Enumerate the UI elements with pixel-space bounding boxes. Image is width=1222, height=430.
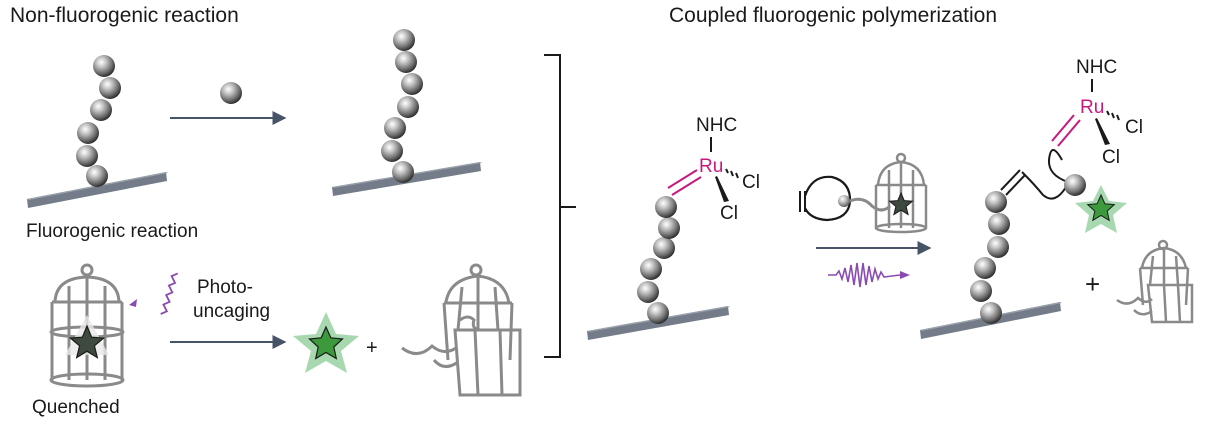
right-panel-title: Coupled fluorogenic polymerization — [669, 4, 997, 27]
small-bead — [838, 195, 850, 207]
opened-cage — [401, 263, 522, 397]
fluorescent-star-icon — [308, 325, 344, 360]
small-quenched-star-icon — [888, 191, 914, 216]
light-wave-2 — [828, 262, 901, 288]
polymer-chain-2 — [381, 29, 423, 183]
light-arrow-tip — [129, 299, 137, 307]
linker-bead — [1064, 174, 1086, 196]
polymer-chain-4 — [970, 191, 1010, 324]
left-panel-title: Non-fluorogenic reaction — [10, 4, 239, 27]
light-arrow-tip-2 — [900, 271, 910, 279]
monomer-bead — [220, 82, 242, 104]
nhc-ligand-1: NHC — [696, 115, 737, 136]
ruthenium-2: Ru — [1080, 97, 1104, 118]
polymer-chain-3 — [637, 196, 680, 324]
light-wave-1 — [160, 272, 179, 315]
caged-monomer — [799, 175, 892, 222]
product-star-icon — [1086, 193, 1116, 222]
ru-cl-wedge-bond-2 — [1095, 118, 1110, 145]
opened-cage-small — [1116, 239, 1194, 324]
panel-divider-bracket — [544, 54, 576, 358]
ru-cl-hash-bond-2 — [1106, 110, 1120, 121]
polymer-chain-1 — [76, 55, 121, 187]
fluorogenic-reaction-label: Fluorogenic reaction — [26, 221, 198, 242]
nhc-ligand-2: NHC — [1076, 57, 1117, 78]
ru-alkylidene-bond-2 — [1051, 114, 1081, 147]
chloride-2a: Cl — [1125, 117, 1143, 138]
plus-sign-1: + — [366, 337, 378, 359]
ru-cl-hash-bond-1 — [725, 168, 739, 179]
photo-label-line2: uncaging — [193, 301, 270, 322]
vinyl-linker — [1000, 149, 1069, 200]
ru-alkylidene-bond — [667, 169, 702, 196]
chloride-1a: Cl — [742, 172, 760, 193]
quenched-star-icon — [68, 324, 106, 359]
ru-cl-wedge-bond-1 — [715, 176, 729, 202]
chloride-1b: Cl — [720, 203, 738, 224]
quenched-cage — [49, 263, 125, 388]
plus-sign-2: + — [1085, 269, 1100, 299]
photo-label-line1: Photo- — [197, 277, 253, 298]
quenched-label: Quenched — [32, 397, 120, 418]
ruthenium-1: Ru — [699, 156, 723, 177]
surface-1 — [27, 172, 167, 208]
chloride-2b: Cl — [1102, 147, 1120, 168]
